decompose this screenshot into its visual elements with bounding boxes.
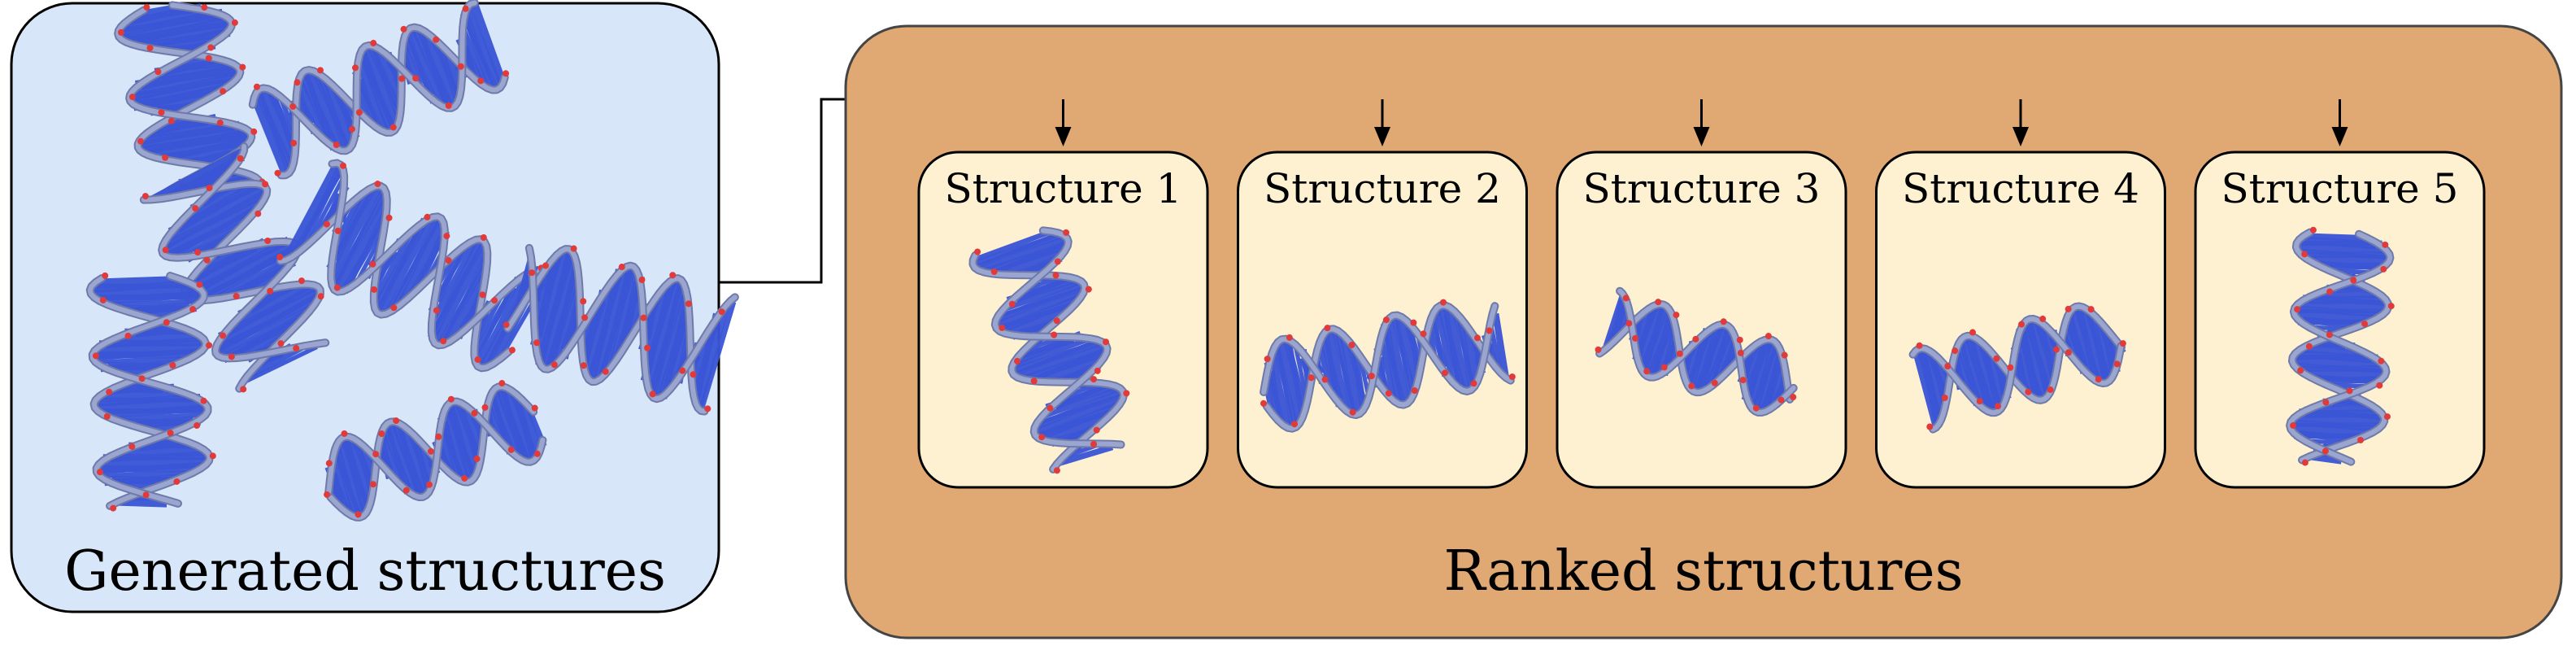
structure-card: Structure 3 xyxy=(1556,151,1847,489)
arrow-down-icon xyxy=(2012,127,2029,146)
generated-structures-panel: Generated structures xyxy=(10,0,739,613)
rna-helix-icon xyxy=(968,226,1130,474)
rna-helix-icon xyxy=(1595,286,1798,417)
structure-card-label: Structure 3 xyxy=(1583,165,1821,212)
ranking-arrows xyxy=(1055,99,2348,146)
generated-helix-group xyxy=(85,0,739,522)
arrow-down-icon xyxy=(1693,127,1710,146)
generated-structures-caption: Generated structures xyxy=(64,539,666,604)
rna-helix-icon xyxy=(1908,302,2126,434)
rna-helix-icon xyxy=(85,272,216,512)
arrow-down-icon xyxy=(2331,127,2348,146)
rna-helix-icon xyxy=(248,0,510,180)
rna-helix-icon xyxy=(1260,299,1516,433)
rna-helix-icon xyxy=(2286,226,2395,466)
ranked-structures-panel: Structure 1 Structure 2 Structure 3 Structu… xyxy=(844,24,2563,639)
rna-helix-icon xyxy=(324,380,547,522)
structure-card-label: Structure 4 xyxy=(1902,165,2139,212)
rna-helix-icon xyxy=(503,243,739,416)
arrow-down-icon xyxy=(1374,127,1390,146)
structure-card-label: Structure 5 xyxy=(2221,165,2459,212)
structure-card: Structure 2 xyxy=(1237,151,1528,489)
structure-card-label: Structure 1 xyxy=(945,165,1182,212)
structure-card-label: Structure 2 xyxy=(1264,165,1501,212)
structure-card: Structure 1 xyxy=(917,151,1209,489)
arrow-down-icon xyxy=(1055,127,1072,146)
rna-helix-icon xyxy=(276,159,550,373)
structure-card: Structure 5 xyxy=(2194,151,2486,489)
structure-card: Structure 4 xyxy=(1875,151,2166,489)
structure-cards: Structure 1 Structure 2 Structure 3 Structu… xyxy=(917,151,2486,489)
ranked-structures-caption: Ranked structures xyxy=(1443,539,1963,604)
rna-helix-icon xyxy=(114,1,266,202)
